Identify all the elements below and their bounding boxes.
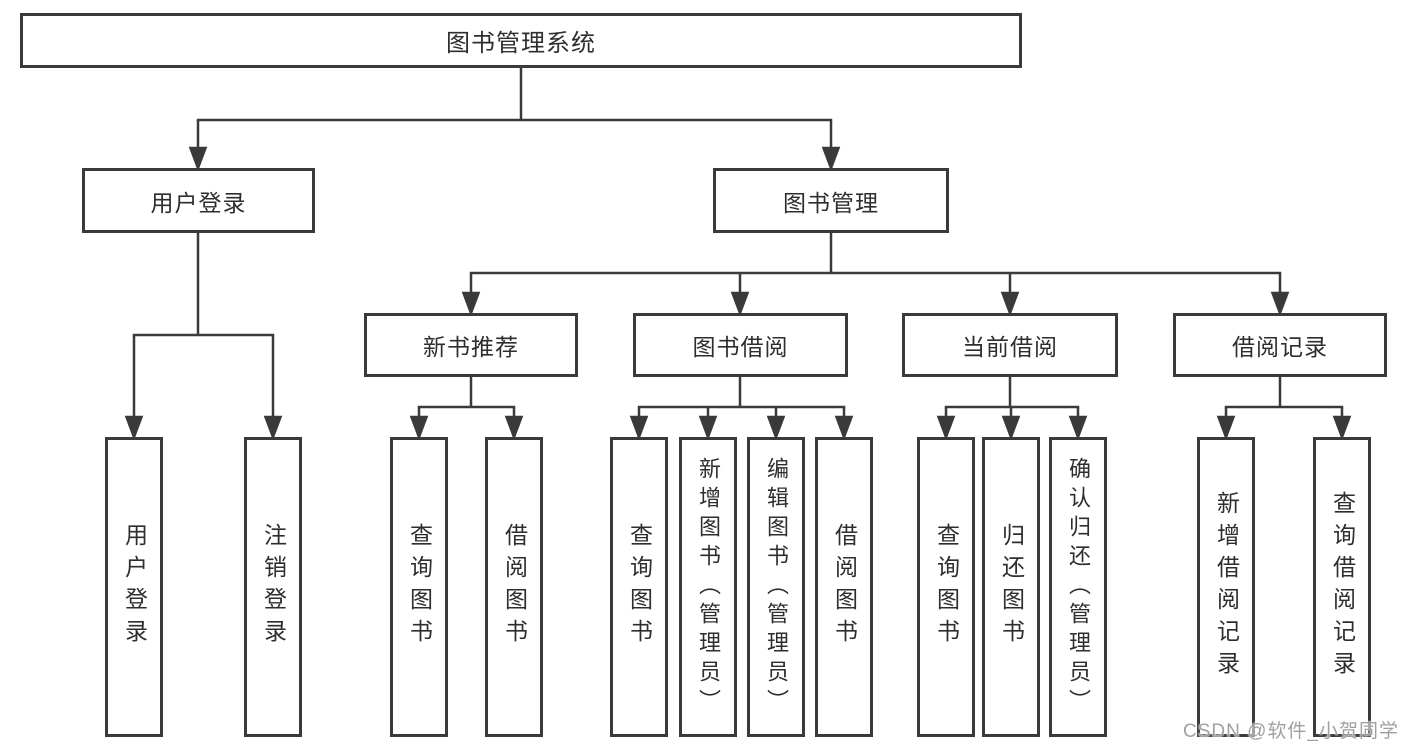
leaf-query-books-borrow: 查询图书 bbox=[610, 437, 668, 737]
node-user-login-branch: 用户登录 bbox=[82, 168, 315, 233]
leaf-add-borrow-record: 新增借阅记录 bbox=[1197, 437, 1255, 737]
node-new-book-recommendation: 新书推荐 bbox=[364, 313, 578, 377]
leaf-return-books: 归还图书 bbox=[982, 437, 1040, 737]
node-current-borrowing: 当前借阅 bbox=[902, 313, 1118, 377]
leaf-borrow-books: 借阅图书 bbox=[815, 437, 873, 737]
leaf-borrow-books-recommend: 借阅图书 bbox=[485, 437, 543, 737]
node-library-management-system: 图书管理系统 bbox=[20, 13, 1022, 68]
leaf-user-login: 用户登录 bbox=[105, 437, 163, 737]
leaf-logout: 注销登录 bbox=[244, 437, 302, 737]
leaf-query-books-recommend: 查询图书 bbox=[390, 437, 448, 737]
leaf-add-books-admin: 新增图书（管理员） bbox=[679, 437, 737, 737]
leaf-confirm-return-admin: 确认归还（管理员） bbox=[1049, 437, 1107, 737]
node-borrowing-records: 借阅记录 bbox=[1173, 313, 1387, 377]
leaf-query-books-current: 查询图书 bbox=[917, 437, 975, 737]
leaf-query-borrow-record: 查询借阅记录 bbox=[1313, 437, 1371, 737]
node-book-management: 图书管理 bbox=[713, 168, 949, 233]
leaf-edit-books-admin: 编辑图书（管理员） bbox=[747, 437, 805, 737]
csdn-watermark: CSDN @软件_小贺同学 bbox=[1183, 721, 1399, 742]
node-book-borrowing: 图书借阅 bbox=[633, 313, 848, 377]
